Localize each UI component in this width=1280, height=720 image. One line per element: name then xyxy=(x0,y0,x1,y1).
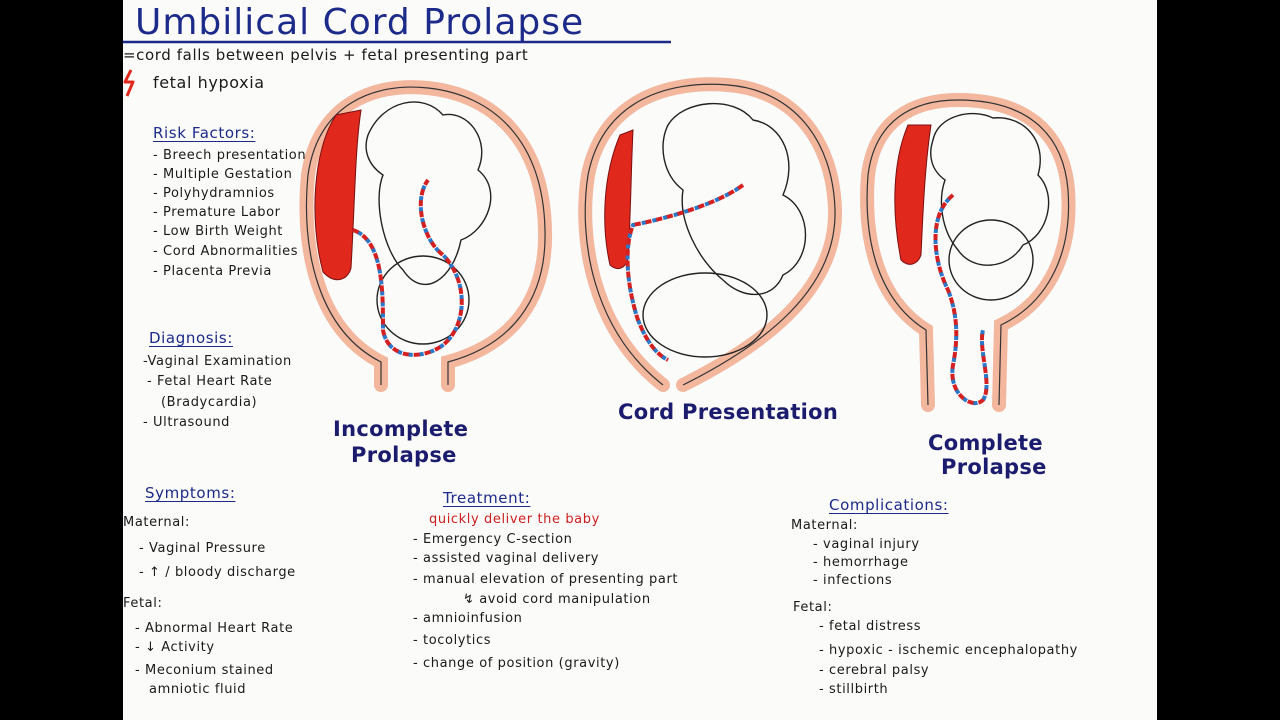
consequence-text: fetal hypoxia xyxy=(153,73,265,92)
risk-factors-heading: Risk Factors: xyxy=(153,124,256,142)
placenta xyxy=(604,129,634,269)
treatment-item: - tocolytics xyxy=(413,633,492,648)
risk-factor-item: - Breech presentation xyxy=(153,148,307,163)
treatment-item: - manual elevation of presenting part xyxy=(413,572,679,587)
uterus-outline xyxy=(584,83,836,386)
incomplete-prolapse-label: Prolapse xyxy=(351,443,457,467)
treatment-note: quickly deliver the baby xyxy=(429,512,600,527)
symptom-item: - Abnormal Heart Rate xyxy=(135,621,294,636)
complication-item: - hypoxic - ischemic encephalopathy xyxy=(819,643,1078,658)
complication-item: - vaginal injury xyxy=(813,537,920,552)
whiteboard-sheet: Umbilical Cord Prolapse =cord falls betw… xyxy=(123,0,1157,720)
risk-factor-item: - Polyhydramnios xyxy=(153,186,275,201)
page-title: Umbilical Cord Prolapse xyxy=(135,2,585,43)
lightning-icon xyxy=(123,69,135,97)
placenta xyxy=(894,124,932,265)
treatment-subitem: ↯ avoid cord manipulation xyxy=(463,592,651,607)
cord-presentation-figure xyxy=(578,77,843,392)
symptoms-maternal-label: Maternal: xyxy=(123,515,190,530)
complications-heading: Complications: xyxy=(829,496,949,514)
incomplete-prolapse-label: Incomplete xyxy=(333,417,469,441)
cord-presentation-label: Cord Presentation xyxy=(618,400,839,424)
uterus-outline xyxy=(305,86,546,385)
complication-item: - hemorrhage xyxy=(813,555,909,570)
complication-item: - cerebral palsy xyxy=(819,663,930,678)
treatment-item: - amnioinfusion xyxy=(413,611,523,626)
fetus-body xyxy=(662,102,807,296)
complication-item: - stillbirth xyxy=(819,682,889,697)
fetal-head xyxy=(376,255,470,345)
symptoms-fetal-label: Fetal: xyxy=(123,596,163,611)
umbilical-cord-vein xyxy=(625,183,745,362)
definition-text: =cord falls between pelvis + fetal prese… xyxy=(123,46,529,64)
complications-fetal-label: Fetal: xyxy=(793,600,833,615)
complete-prolapse-label: Prolapse xyxy=(941,455,1047,479)
symptom-item: - Vaginal Pressure xyxy=(139,541,266,556)
symptom-item: - Meconium stained xyxy=(135,663,274,678)
symptoms-heading: Symptoms: xyxy=(145,484,236,502)
complete-prolapse-label: Complete xyxy=(928,431,1043,455)
illustration-layer xyxy=(123,40,1076,412)
diagnosis-item: -Vaginal Examination xyxy=(143,354,292,369)
treatment-item: - change of position (gravity) xyxy=(413,656,620,671)
risk-factor-item: - Placenta Previa xyxy=(153,264,272,279)
complication-item: - fetal distress xyxy=(819,619,922,634)
umbilical-cord-artery xyxy=(352,178,464,357)
complication-item: - infections xyxy=(813,573,893,588)
diagnosis-heading: Diagnosis: xyxy=(149,329,233,347)
umbilical-cord-vein xyxy=(352,178,464,357)
risk-factor-item: - Low Birth Weight xyxy=(153,224,283,239)
fetus-body xyxy=(930,112,1050,266)
fetal-head xyxy=(948,219,1034,301)
diagnosis-item: (Bradycardia) xyxy=(161,395,258,410)
complete-prolapse-figure xyxy=(860,92,1076,412)
treatment-item: - assisted vaginal delivery xyxy=(413,551,600,566)
diagnosis-item: - Ultrasound xyxy=(143,415,231,430)
uterus-outline xyxy=(866,99,1070,406)
fetal-head xyxy=(642,272,768,358)
diagnosis-item: - Fetal Heart Rate xyxy=(147,374,273,389)
risk-factor-item: - Cord Abnormalities xyxy=(153,244,299,259)
complications-maternal-label: Maternal: xyxy=(791,518,858,533)
symptom-item: - ↓ Activity xyxy=(135,640,215,655)
umbilical-cord-artery xyxy=(933,193,989,406)
risk-factor-item: - Premature Labor xyxy=(153,205,281,220)
risk-factor-item: - Multiple Gestation xyxy=(153,167,293,182)
fetus-body xyxy=(365,101,492,286)
placenta xyxy=(314,109,362,281)
incomplete-prolapse-figure xyxy=(299,80,553,392)
umbilical-cord-vein xyxy=(933,193,989,406)
symptom-item: - ↑ / bloody discharge xyxy=(139,565,296,580)
symptom-item: amniotic fluid xyxy=(149,682,247,697)
treatment-item: - Emergency C-section xyxy=(413,532,573,547)
treatment-heading: Treatment: xyxy=(443,489,531,507)
